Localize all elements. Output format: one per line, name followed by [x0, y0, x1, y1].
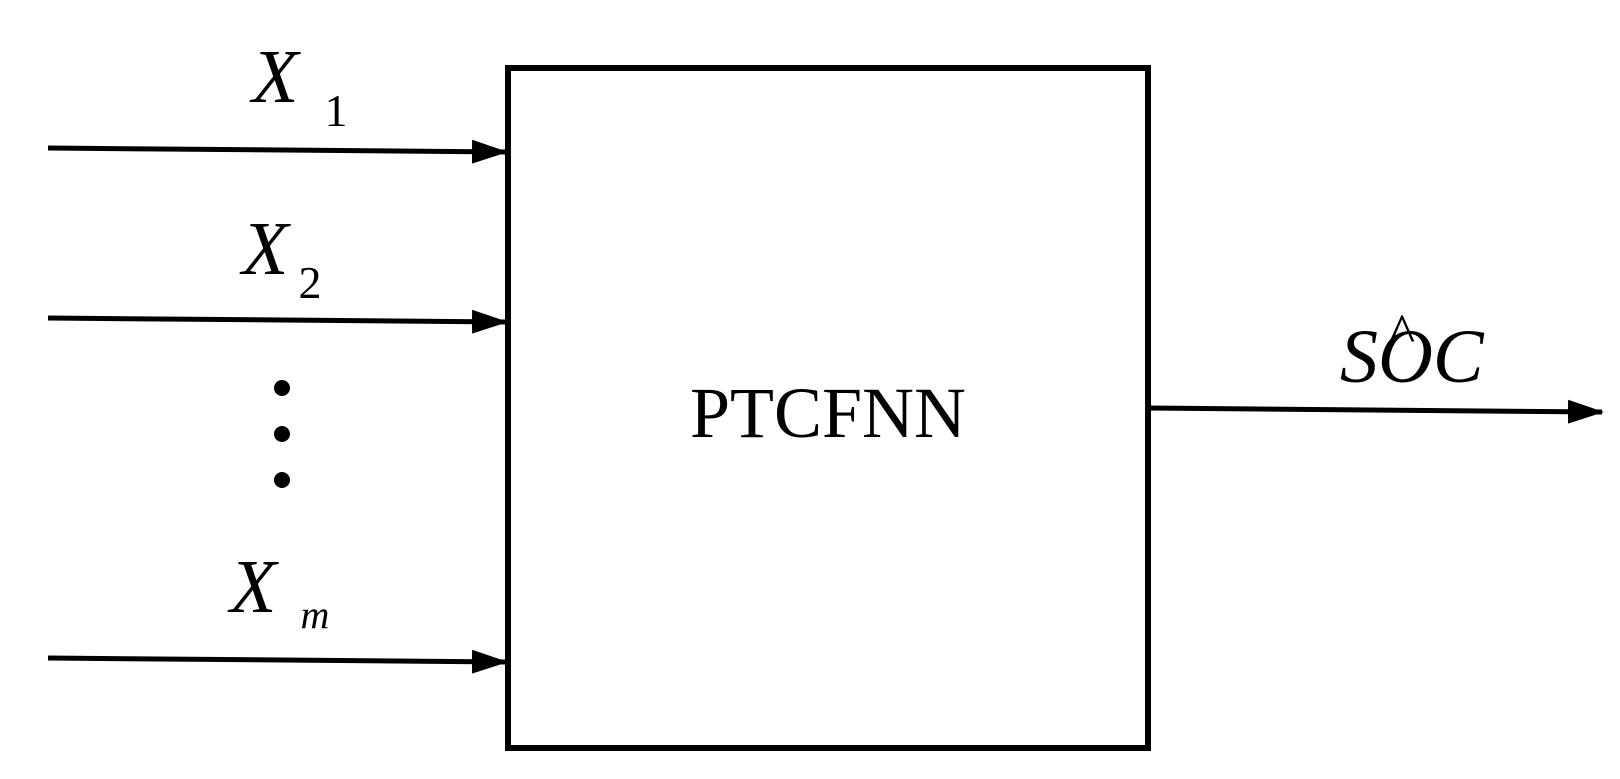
ellipsis-dot	[274, 472, 290, 488]
output: SOC ^	[1147, 303, 1604, 424]
input-m: X m	[47, 545, 508, 674]
input-1-label: X 1	[249, 35, 347, 136]
input-m-arrow	[47, 649, 508, 674]
input-2-arrow	[47, 309, 508, 334]
input-1: X 1	[47, 35, 508, 164]
block-label: PTCFNN	[690, 373, 966, 453]
ellipsis-dots	[274, 380, 290, 488]
input-2-label: X 2	[239, 207, 321, 308]
output-arrow	[1147, 399, 1604, 424]
ellipsis-dot	[274, 426, 290, 442]
input-1-arrow	[47, 139, 508, 164]
ellipsis-dot	[274, 380, 290, 396]
output-label: SOC	[1340, 315, 1485, 399]
output-hat-mark: ^	[1389, 303, 1415, 365]
input-m-label: X m	[227, 545, 329, 637]
input-2: X 2	[47, 207, 508, 334]
